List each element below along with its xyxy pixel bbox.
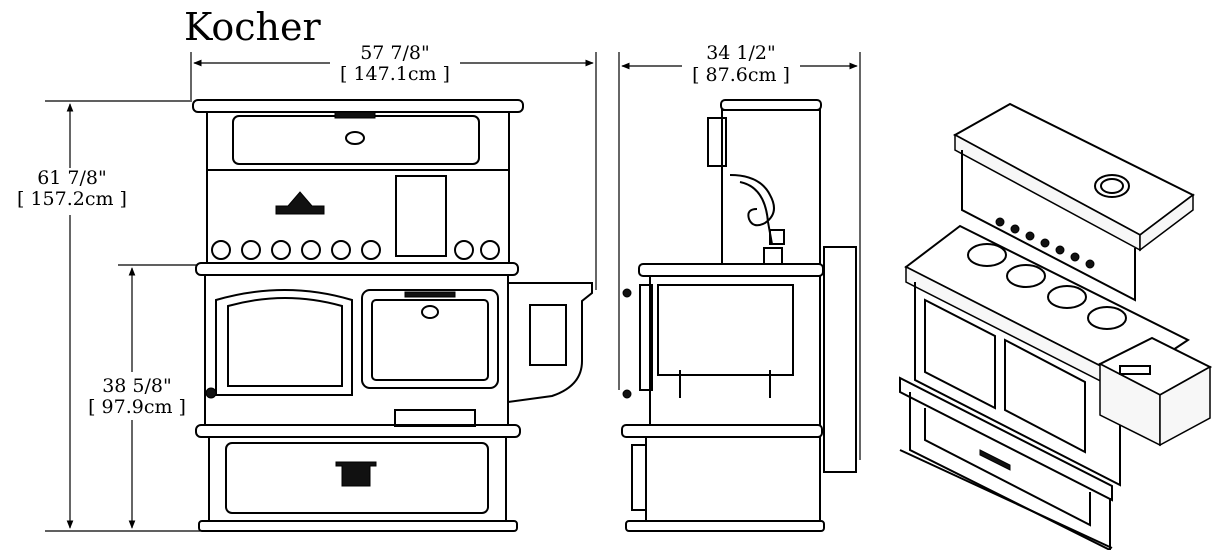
height-inches-label: 61 7/8" <box>37 167 107 189</box>
height-cm-label: [ 157.2cm ] <box>17 188 127 210</box>
cook-height-cm-label: [ 97.9cm ] <box>88 396 186 418</box>
depth-dimension: 34 1/2" [ 87.6cm ] <box>618 42 861 460</box>
side-view <box>621 99 857 532</box>
width-cm-label: [ 147.1cm ] <box>340 63 450 85</box>
cook-height-dimension: 38 5/8" [ 97.9cm ] <box>88 264 200 529</box>
isometric-view <box>899 102 1213 550</box>
front-view <box>192 99 593 532</box>
width-inches-label: 57 7/8" <box>360 42 430 64</box>
diagram-title: Kocher <box>184 5 321 49</box>
depth-cm-label: [ 87.6cm ] <box>692 64 790 86</box>
depth-inches-label: 34 1/2" <box>706 42 776 64</box>
burner-knobs-iso <box>995 217 1095 269</box>
width-dimension: 57 7/8" [ 147.1cm ] <box>190 42 597 290</box>
height-dimension: 61 7/8" [ 157.2cm ] <box>17 100 200 532</box>
burner-knobs-front <box>211 240 500 260</box>
cooktop-burners <box>967 243 1127 330</box>
cook-height-inches-label: 38 5/8" <box>102 375 172 397</box>
